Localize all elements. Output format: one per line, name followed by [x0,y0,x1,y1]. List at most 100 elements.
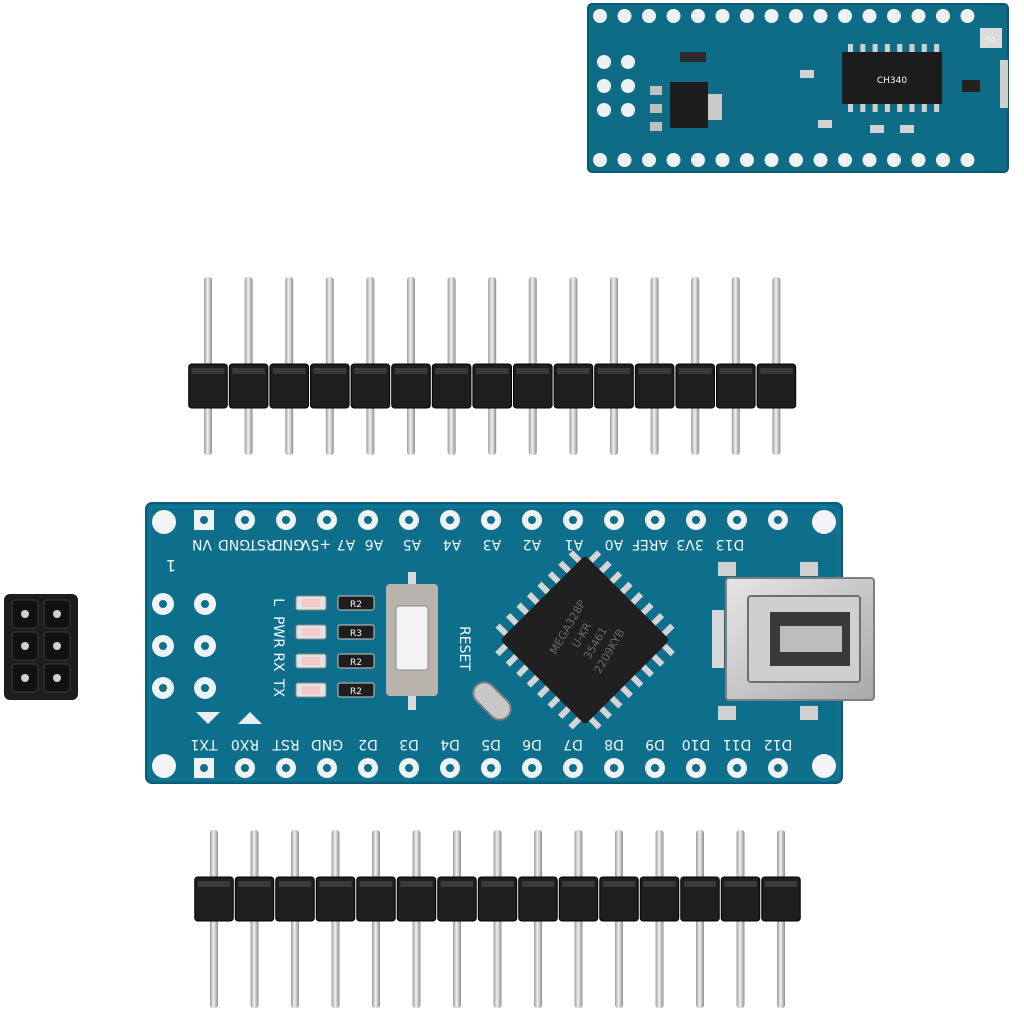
pin-pad-hole [610,764,618,772]
pin-pad-hole [569,516,577,524]
led-lens [302,628,320,636]
resistor-label: R3 [350,629,362,639]
chip-leg [860,104,866,112]
icsp-header-pin [53,674,61,682]
header-highlight [638,368,671,374]
led-label: PWR [270,616,286,648]
icsp-hole [597,103,611,117]
header-plastic-block [472,363,512,409]
pin-hole [617,9,632,23]
mounting-hole [152,754,176,778]
pin-hole [740,9,754,23]
pin-hole [715,9,730,23]
icsp-hole [597,55,611,69]
header-highlight [197,881,231,887]
top-pin-label: VN [192,536,212,552]
pin-hole [838,153,852,167]
header-plastic-block [310,363,350,409]
back-icsp-holes [597,55,635,117]
header-highlight [191,368,225,374]
back-small-components: D1 [680,28,1008,133]
bottom-pin-label: D5 [481,736,501,752]
top-pin-label: A6 [365,536,384,552]
pin-pad-hole [364,764,372,772]
bottom-pin-label: D12 [764,736,793,752]
chip-leg [897,104,903,112]
header-plastic-block [437,876,477,922]
mounting-hole [812,754,836,778]
top-pin-label: A3 [483,536,501,552]
resistor [337,624,375,640]
header-highlight [602,881,636,887]
reset-label: RESET [456,626,472,671]
chip-leg [897,44,903,52]
top-pin-label: +5V [300,536,331,552]
resistor-label: R2 [350,658,362,668]
header-plastic-block [269,363,309,409]
header-plastic-block [391,363,431,409]
header-plastic-block [553,363,594,409]
pin-hole [813,9,828,23]
pin-hole [593,9,607,23]
header-plastic-block [477,876,518,922]
pin-hole [740,153,754,167]
bottom-pin-label: D7 [563,736,583,752]
bottom-pin-label: D6 [522,736,542,752]
top-pin-label: GND [272,536,304,552]
pin-hole [593,153,607,167]
pin-pad-hole [446,764,454,772]
top-pin-label: A0 [605,536,623,552]
header-plastic-block [639,876,680,922]
chip-leg [934,104,940,112]
icsp-header-holes [11,599,71,693]
pin-pad-hole [282,764,290,772]
icsp-pad-hole [201,642,209,650]
pin-hole [691,9,705,23]
header-plastic-block [761,876,801,922]
pin-pad-hole [487,764,495,772]
crystal [472,681,512,721]
header-highlight [678,368,712,374]
mini-usb-connector [712,562,875,720]
pin-header-strip-bottom [194,830,801,1008]
header-plastic-block [396,876,437,922]
nano-board-back-view: CH340 D1 [587,3,1009,173]
pin-pad-hole [405,764,413,772]
header-highlight [400,881,433,887]
chip-leg [921,104,927,112]
pin-hole [764,9,779,23]
pin-pad-hole [323,516,331,524]
chip-leg [921,44,927,52]
pin-pad-hole [733,764,741,772]
header-plastic-block [431,363,472,409]
pin-pad-hole [733,516,741,524]
pin-hole [960,9,975,23]
usb-serial-chip: CH340 [842,52,942,104]
top-pin-label: 3V3 [676,536,703,552]
header-plastic-block [675,363,716,409]
voltage-regulator [650,82,722,131]
header-highlight [521,881,555,887]
bottom-pin-label: D8 [604,736,624,752]
pin-pad-hole [528,764,536,772]
pin-pad-hole [774,764,782,772]
header-plastic-block [234,876,275,922]
pin-hole [911,9,926,23]
pin-hole [715,153,730,167]
pin-hole [642,153,656,167]
usb-serial-chip-legs [848,44,940,112]
led-label: L [270,598,286,606]
pin-pad-hole [774,516,782,524]
bottom-pin-label: GND [311,736,343,752]
pin-hole [911,153,926,167]
top-pin-label: GND [218,536,250,552]
top-pin-label: A1 [565,536,583,552]
pin-pad-hole [651,516,659,524]
header-highlight [562,881,595,887]
icsp-header-pin [53,610,61,618]
header-highlight [354,368,387,374]
header-highlight [440,881,474,887]
